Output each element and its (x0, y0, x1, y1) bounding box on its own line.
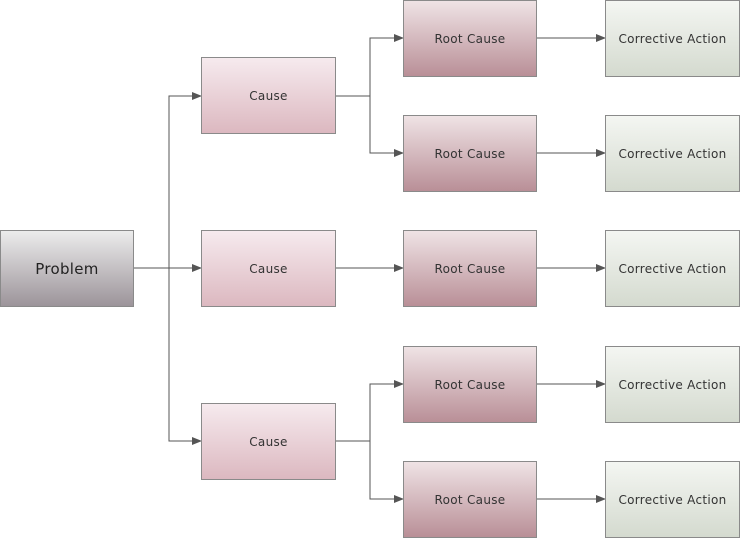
corrective-action-label: Corrective Action (618, 261, 727, 276)
root-cause-box-4: Root Cause (403, 346, 537, 423)
root-cause-label: Root Cause (434, 31, 506, 46)
corrective-action-label: Corrective Action (618, 31, 727, 46)
corrective-action-label: Corrective Action (618, 146, 727, 161)
root-cause-label: Root Cause (434, 146, 506, 161)
corrective-action-box-4: Corrective Action (605, 346, 740, 423)
corrective-action-box-3: Corrective Action (605, 230, 740, 307)
connector-cause3-root5 (369, 441, 404, 503)
connector-problem-cause-3 (168, 268, 202, 445)
root-cause-box-2: Root Cause (403, 115, 537, 192)
cause-box-2: Cause (201, 230, 336, 307)
problem-label: Problem (35, 259, 99, 278)
corrective-action-label: Corrective Action (618, 492, 727, 507)
connector-cause3-root4 (336, 380, 404, 442)
root-cause-label: Root Cause (434, 492, 506, 507)
corrective-action-box-2: Corrective Action (605, 115, 740, 192)
cause-box-3: Cause (201, 403, 336, 480)
root-cause-box-5: Root Cause (403, 461, 537, 538)
problem-box: Problem (0, 230, 134, 307)
corrective-action-label: Corrective Action (618, 377, 727, 392)
root-cause-label: Root Cause (434, 261, 506, 276)
cause-label: Cause (249, 434, 288, 449)
connector-cause1-root2 (369, 96, 404, 157)
corrective-action-box-1: Corrective Action (605, 0, 740, 77)
root-cause-label: Root Cause (434, 377, 506, 392)
connector-problem-cause-1 (134, 92, 202, 269)
cause-label: Cause (249, 261, 288, 276)
cause-box-1: Cause (201, 57, 336, 134)
root-cause-box-1: Root Cause (403, 0, 537, 77)
corrective-action-box-5: Corrective Action (605, 461, 740, 538)
root-cause-box-3: Root Cause (403, 230, 537, 307)
connector-cause1-root1 (336, 34, 404, 97)
cause-label: Cause (249, 88, 288, 103)
